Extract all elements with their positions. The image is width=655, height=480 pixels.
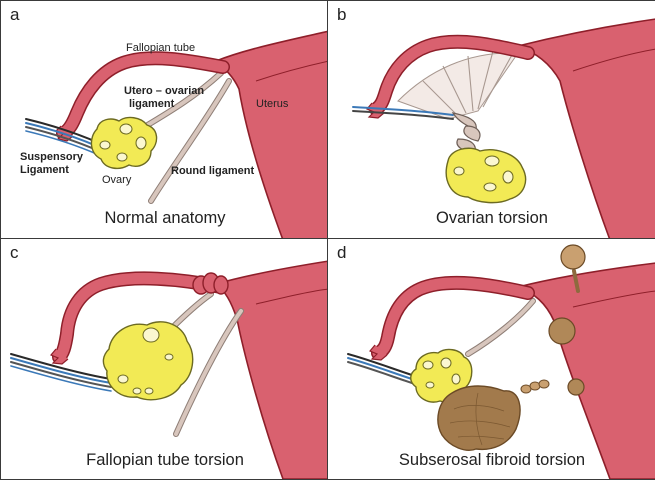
panel-caption: Normal anatomy [104, 209, 226, 227]
panel-caption: Subserosal fibroid torsion [398, 451, 586, 469]
label-utero-ovarian-2: ligament [129, 98, 175, 110]
panel-letter: b [337, 5, 347, 24]
label-utero-ovarian-1: Utero – ovarian [124, 85, 205, 97]
panel-letter: a [10, 5, 20, 24]
subserosal-fibroid-torsion-illustration [347, 244, 655, 479]
panel-letter: d [337, 243, 347, 262]
panel-d-subserosal-fibroid-torsion: d Subserosal fibroid torsion [327, 238, 655, 480]
suspensory-vessels [352, 106, 454, 120]
ovary [90, 116, 158, 170]
fallopian-tube-torsion-illustration [10, 260, 329, 479]
uterus-shape [515, 262, 655, 479]
normal-anatomy-illustration [25, 30, 329, 240]
uterus-shape [515, 18, 655, 240]
suspensory-vessels [10, 353, 112, 392]
label-suspensory-2: Ligament [20, 164, 69, 176]
label-uterus: Uterus [256, 98, 289, 110]
suspensory-vessels [25, 118, 100, 156]
panel-caption: Ovarian torsion [436, 209, 548, 227]
label-round-ligament: Round ligament [171, 165, 255, 177]
uterus-shape [214, 30, 329, 240]
panel-a-normal-anatomy: a Fallopian tube Utero – ovarian ligamen… [0, 0, 330, 241]
ovary [445, 147, 527, 204]
panel-letter: c [10, 243, 19, 262]
label-fallopian-tube: Fallopian tube [126, 42, 196, 54]
uterus-shape [214, 260, 329, 479]
label-ovary: Ovary [102, 174, 132, 186]
panel-c-fallopian-tube-torsion: c Fallopian tube torsion [0, 238, 330, 480]
tube-twist [192, 272, 229, 295]
pedunculated-fibroid-top [560, 244, 586, 293]
mesosalpinx [397, 52, 519, 120]
intramural-fibroid [548, 317, 576, 345]
label-suspensory-1: Suspensory [20, 151, 83, 163]
panel-caption: Fallopian tube torsion [86, 451, 244, 469]
torsed-subserosal-fibroid [437, 379, 550, 451]
ovarian-torsion-illustration [352, 18, 655, 240]
panel-b-ovarian-torsion: b Ovarian torsion [327, 0, 655, 241]
intramural-fibroid [567, 378, 585, 396]
